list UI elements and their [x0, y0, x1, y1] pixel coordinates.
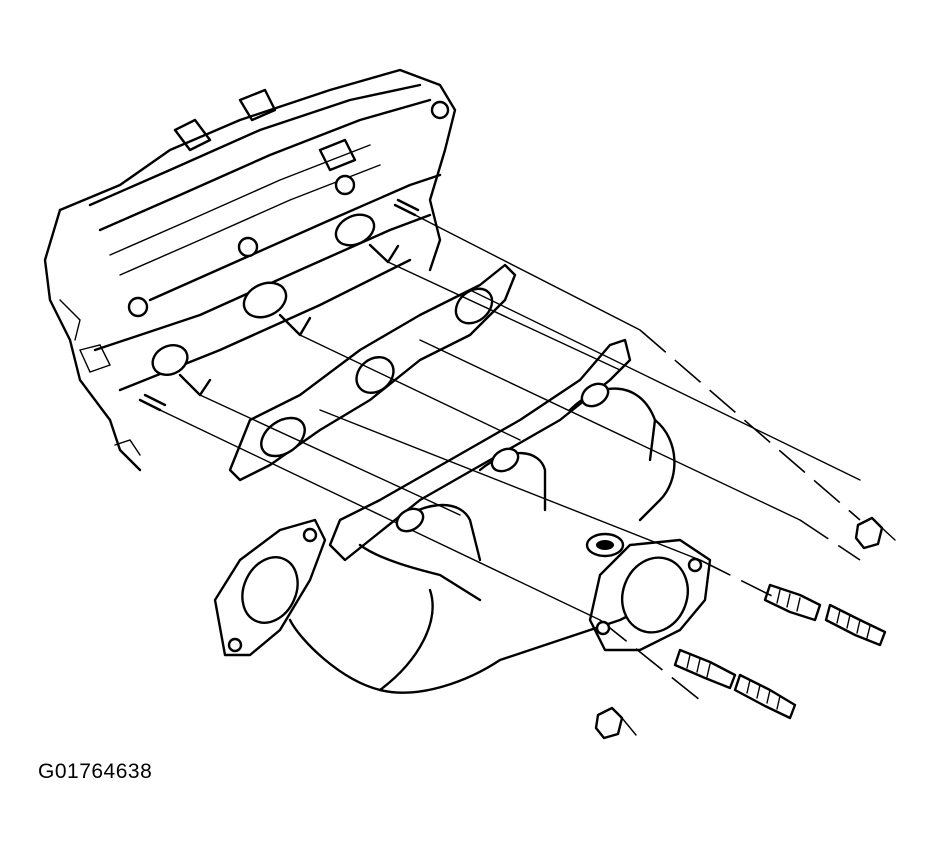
manifold-bolt-4: [733, 673, 797, 720]
manifold-bolt-3: [673, 648, 737, 690]
manifold-gasket: [228, 263, 517, 482]
figure-id-label: G01764638: [38, 760, 153, 783]
exhaust-manifold: [213, 338, 712, 694]
alignment-lines: [159, 214, 861, 701]
manifold-bolt-2: [824, 603, 887, 647]
manifold-bolt-1: [763, 583, 822, 622]
cylinder-head: [43, 68, 457, 472]
manifold-nut-lower: [594, 706, 637, 740]
manifold-nut-upper: [854, 516, 896, 550]
